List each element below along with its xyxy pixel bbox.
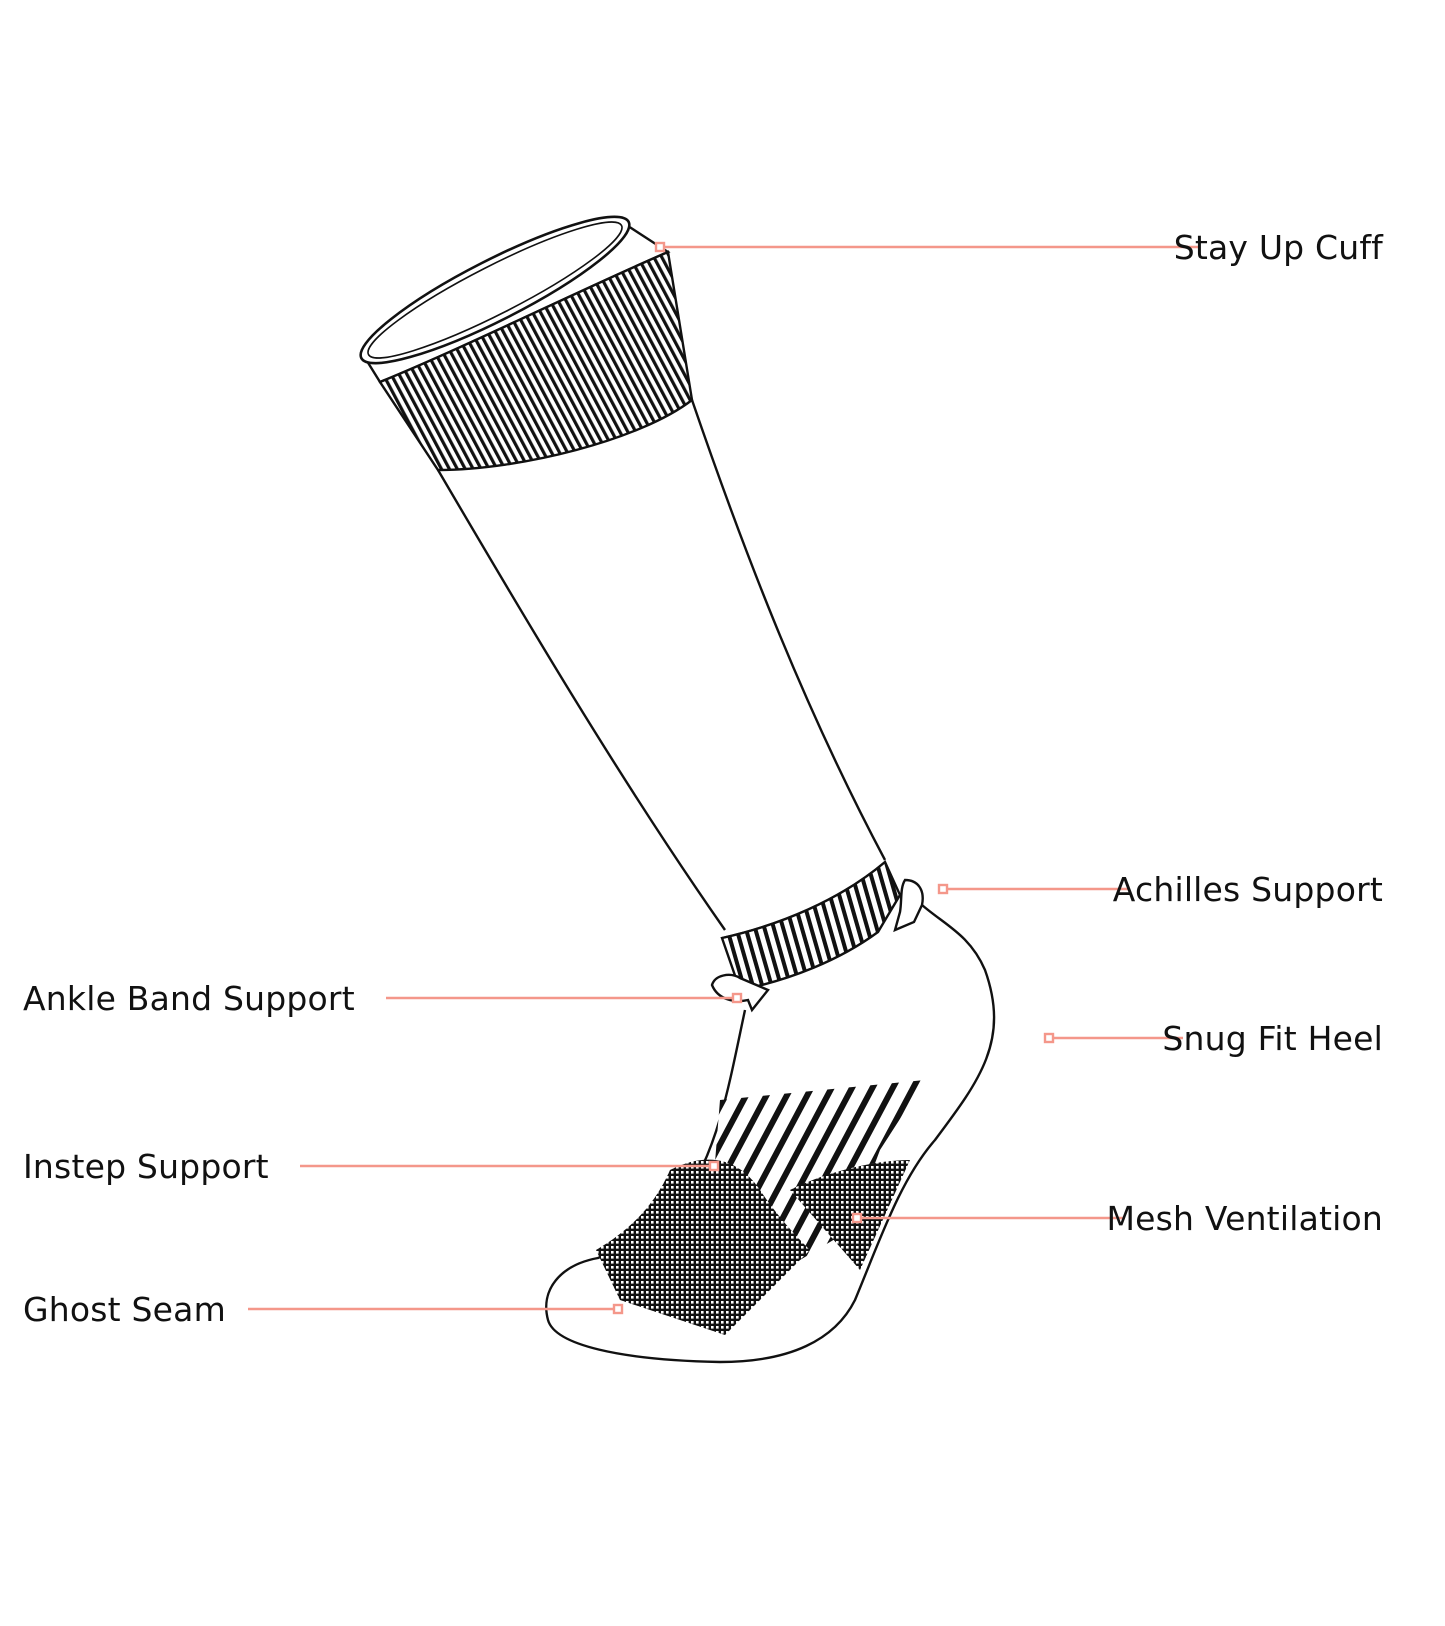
callout-stay-up-cuff: Stay Up Cuff xyxy=(1173,228,1383,267)
toe-mesh-graphic xyxy=(596,1159,810,1335)
callout-leaders xyxy=(248,241,1198,1315)
ankle-band-graphic xyxy=(710,860,924,1013)
achilles-arrow-icon xyxy=(893,878,924,933)
sock-leg xyxy=(436,399,887,931)
stay-up-cuff-graphic xyxy=(359,215,694,472)
mesh-ventilation-graphic xyxy=(790,1160,910,1270)
callout-ghost-seam: Ghost Seam xyxy=(23,1290,226,1329)
ankle-arrow-icon xyxy=(710,973,770,1013)
callout-mesh-ventilation: Mesh Ventilation xyxy=(1106,1199,1383,1238)
callout-instep-support: Instep Support xyxy=(23,1147,269,1186)
callout-ankle-band-support: Ankle Band Support xyxy=(23,979,355,1018)
callout-achilles-support: Achilles Support xyxy=(1112,870,1383,909)
callout-snug-fit-heel: Snug Fit Heel xyxy=(1162,1019,1383,1058)
